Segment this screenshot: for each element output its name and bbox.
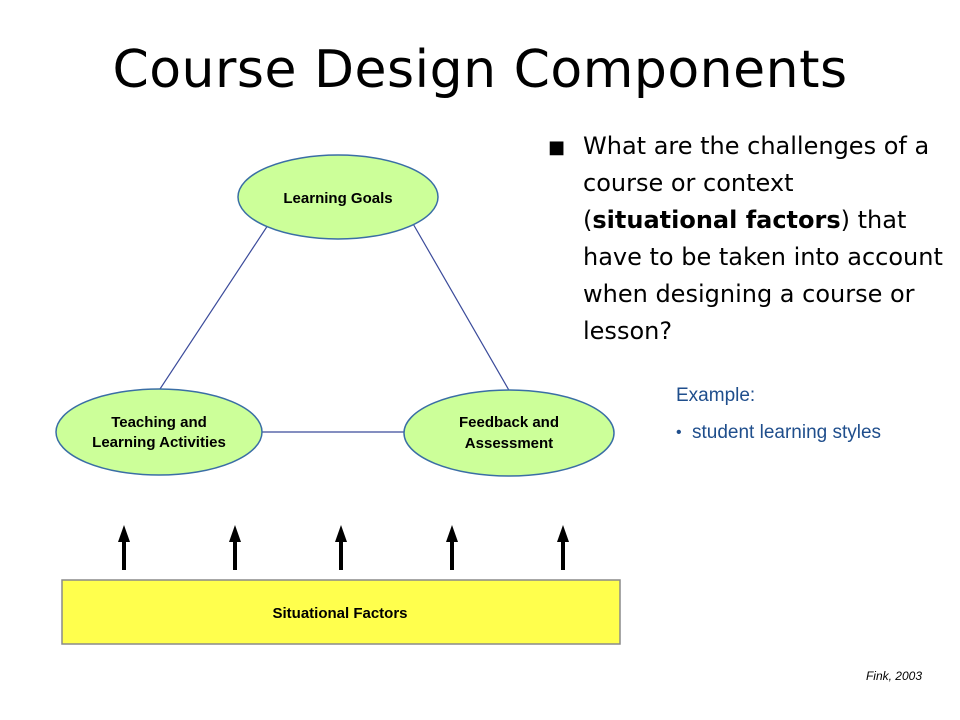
slide-title: Course Design Components — [112, 40, 848, 100]
node-teaching-activities: Teaching and Learning Activities — [55, 388, 263, 476]
teaching-activities-label-line1: Teaching and — [111, 414, 207, 431]
example-label: Example: — [676, 385, 756, 406]
feedback-assessment-ellipse — [403, 389, 615, 477]
arrow-up-3 — [335, 525, 347, 570]
teaching-activities-label-line2: Learning Activities — [92, 434, 226, 451]
example-box: Example: • student learning styles — [676, 385, 906, 444]
question-text-emphasis: situational factors — [592, 206, 841, 234]
question-text-before: What are the challenges of a course or c… — [583, 132, 930, 234]
feedback-assessment-label-line2: Assessment — [465, 435, 553, 452]
edge-goals-feedback — [411, 221, 511, 393]
learning-goals-ellipse — [237, 154, 439, 240]
question-bullet: ■ What are the challenges of a course or… — [548, 128, 943, 350]
arrow-up-2 — [229, 525, 241, 570]
example-list-item: • student learning styles — [676, 421, 906, 444]
situational-factors-label: Situational Factors — [272, 605, 407, 622]
square-bullet-icon: ■ — [548, 137, 566, 158]
node-learning-goals: Learning Goals — [237, 154, 439, 240]
bullet-dot-icon: • — [676, 424, 682, 441]
node-feedback-assessment: Feedback and Assessment — [403, 389, 615, 477]
arrow-up-4 — [446, 525, 458, 570]
edge-goals-teaching — [157, 221, 271, 393]
question-text-after: ) that have to be taken into account whe… — [583, 206, 943, 345]
arrow-up-5 — [557, 525, 569, 570]
teaching-activities-ellipse — [55, 388, 263, 476]
example-item-text: student learning styles — [692, 422, 882, 443]
arrow-up-1 — [118, 525, 130, 570]
feedback-assessment-label-line1: Feedback and — [459, 414, 559, 431]
citation: Fink, 2003 — [865, 669, 922, 683]
node-situational-factors: Situational Factors — [61, 579, 621, 645]
question-text: What are the challenges of a course or c… — [583, 128, 943, 350]
learning-goals-label: Learning Goals — [283, 190, 392, 207]
situational-factors-box — [61, 579, 621, 645]
